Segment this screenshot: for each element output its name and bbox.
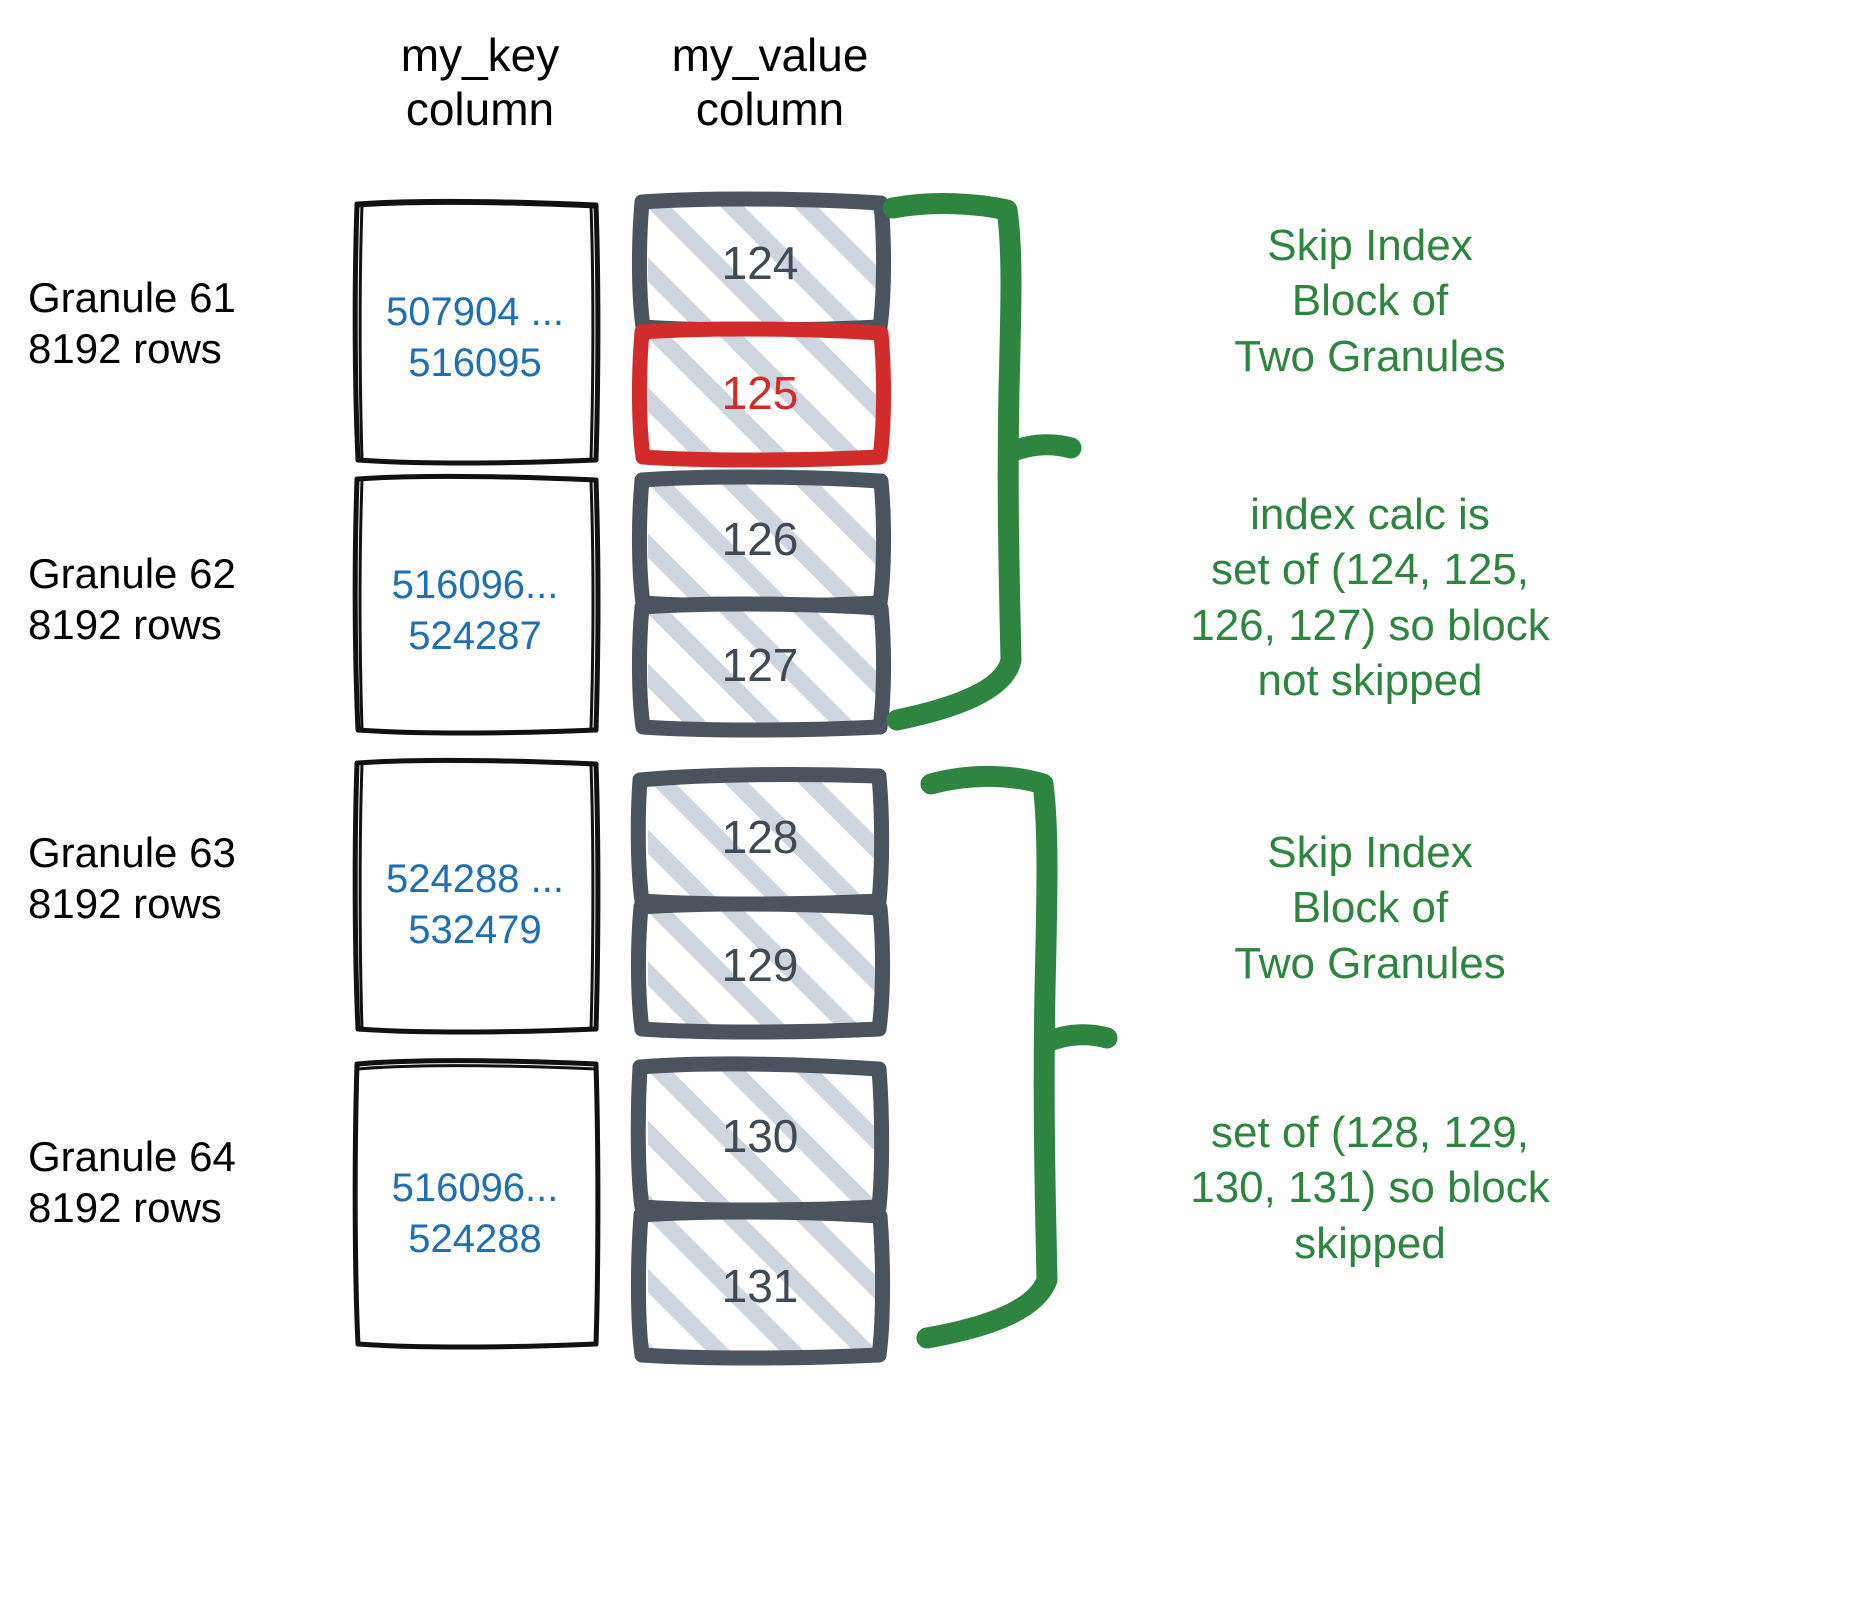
skip-index-bracket-lower	[916, 765, 1118, 1349]
key-box-outline-64	[352, 1058, 601, 1350]
value-cell-130: 130	[630, 1056, 890, 1218]
my-key-column-header: my_key column	[400, 29, 560, 136]
key-box-outline-63	[352, 757, 601, 1035]
key-box-granule-62: 516096... 524287	[352, 473, 601, 736]
key-box-outline-62	[352, 473, 601, 736]
value-cell-124: 124	[631, 191, 892, 338]
value-text-127: 127	[721, 639, 799, 691]
value-cell-129: 129	[630, 896, 891, 1040]
granule-label-64: Granule 64 8192 rows	[28, 1133, 236, 1232]
granule-label-62: Granule 62 8192 rows	[28, 550, 236, 649]
value-text-126: 126	[721, 513, 799, 565]
skip-index-bracket-upper	[882, 193, 1082, 731]
granule-label-63: Granule 63 8192 rows	[28, 829, 236, 928]
value-cell-125: 125	[631, 321, 892, 468]
annotation-skip-index-block-lower: Skip Index Block of Two Granules	[1234, 828, 1506, 988]
key-range-granule-62: 516096... 524287	[391, 563, 559, 659]
value-cell-outline-127	[631, 596, 892, 738]
key-range-granule-63: 524288 ... 532479	[386, 857, 564, 953]
value-text-124: 124	[721, 237, 799, 289]
my-value-column-header: my_value column	[671, 29, 869, 136]
value-text-129: 129	[721, 939, 799, 991]
key-box-granule-63: 524288 ... 532479	[352, 757, 601, 1035]
key-box-outline-61	[352, 198, 601, 466]
value-cell-outline-131	[630, 1204, 891, 1366]
key-box-granule-61: 507904 ... 516095	[352, 198, 601, 466]
value-cell-outline-125	[631, 321, 892, 468]
annotation-skip-index-block-upper: Skip Index Block of Two Granules	[1234, 221, 1506, 381]
value-text-130: 130	[721, 1110, 799, 1162]
granule-label-61: Granule 61 8192 rows	[28, 274, 236, 373]
value-cell-127: 127	[631, 596, 892, 738]
annotation-index-calc-skipped: set of (128, 129, 130, 131) so block ski…	[1190, 1108, 1550, 1268]
value-text-125: 125	[721, 367, 799, 419]
key-range-granule-61: 507904 ... 516095	[386, 290, 564, 386]
key-box-granule-64: 516096... 524288	[352, 1058, 601, 1350]
key-range-granule-64: 516096... 524288	[391, 1166, 559, 1262]
value-cell-outline-129	[630, 896, 891, 1040]
annotation-index-calc-not-skipped: index calc is set of (124, 125, 126, 127…	[1190, 490, 1550, 706]
value-cell-128: 128	[630, 767, 890, 912]
value-cell-131: 131	[630, 1204, 891, 1366]
value-text-131: 131	[721, 1260, 799, 1312]
value-cell-126: 126	[631, 469, 892, 614]
value-text-128: 128	[721, 811, 799, 863]
